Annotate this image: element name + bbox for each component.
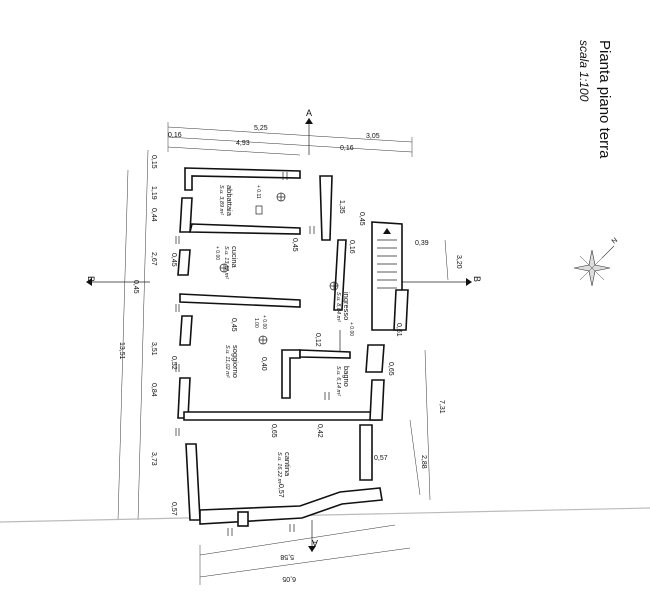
dim-left-g: 0,84 [150,383,157,397]
dim-right-d: 7,31 [438,400,445,414]
svg-text:S.u. 16,22 m²: S.u. 16,22 m² [276,452,282,485]
svg-text:+ 0.11: + 0.11 [255,185,261,199]
dim-bottom-a: 5,58 [280,553,294,560]
dim-internal: 0,57 [170,502,177,516]
section-a-bottom: A [312,538,318,548]
dim-internal: 0,45 [358,212,365,226]
north-arrow-icon: N [573,237,619,287]
dim-internal: 0,45 [291,238,298,252]
level-marker-icon [219,263,229,273]
dim-left-d: 2,67 [150,252,157,266]
level-marker-icon [329,281,339,291]
svg-text:bagno: bagno [342,366,351,387]
dim-internal: 1,35 [338,200,345,214]
room-cucina: cucina S.u. 13,12 m² + 0.00 [214,246,239,279]
dim-top-mid: 4,93 [236,140,250,147]
dim-internal: 0,42 [316,424,323,438]
svg-text:cucina: cucina [230,246,239,269]
window-marks [175,172,330,536]
svg-text:cantina: cantina [283,452,292,477]
plan-title: Pianta piano terra [596,40,613,159]
dim-internal: 0,52 [170,356,177,370]
dim-internal: 1.00 [253,318,259,328]
dim-left-e: 0,45 [132,280,139,294]
dim-top-total: 5,25 [254,125,268,132]
dim-right-a: 0,39 [415,240,429,247]
dim-internal: 0,45 [170,253,177,267]
section-a-top: A [306,108,312,118]
dim-internal: 0,65 [270,424,277,438]
dim-left-b: 1,19 [150,186,157,200]
dim-internal: 0,57 [277,484,284,498]
room-soggiorno: soggiorno S.u. 11,02 m² + 0.00 [224,315,267,378]
section-b-left: B [86,276,96,282]
svg-text:S.u. 3,89 m²: S.u. 3,89 m² [218,185,224,215]
dim-internal: 0,57 [374,455,388,462]
room-ingresso: ingresso S.u. 8,84 m² + 0.00 [335,292,354,336]
room-bagno: bagno S.u. 6,14 m² [335,366,351,396]
room-abbattaia: abbattaia S.u. 3,89 m² + 0.11 [218,185,261,217]
svg-text:soggiorno: soggiorno [231,345,240,378]
svg-text:ingresso: ingresso [342,292,351,320]
svg-text:abbattaia: abbattaia [225,185,234,217]
room-cantina: cantina S.u. 16,22 m² [276,452,292,485]
level-marker-icon [258,335,268,345]
dim-internal: 0,65 [387,362,394,376]
svg-text:S.u. 11,02 m²: S.u. 11,02 m² [224,345,230,378]
svg-text:+ 0.00: + 0.00 [261,315,267,329]
svg-text:+ 0.00: + 0.00 [214,246,220,260]
title-block: Pianta piano terra scala 1:100 [577,40,613,159]
dim-internal: 0,40 [260,357,267,371]
dim-top-left: 0,16 [168,132,182,139]
svg-text:S.u. 6,14 m²: S.u. 6,14 m² [335,366,341,396]
dim-right-c: 2,88 [420,455,427,469]
dim-internal: 0,12 [314,333,321,347]
dim-internal: 0,16 [348,240,355,254]
svg-text:N: N [611,237,619,246]
svg-text:S.u. 8,84 m²: S.u. 8,84 m² [335,292,341,322]
dim-top-right-a: 3,05 [366,133,380,140]
dim-left-a: 0,15 [150,155,157,169]
staircase [377,228,397,289]
dim-top-right-b: 0,16 [340,145,354,152]
svg-text:+ 0.00: + 0.00 [348,322,354,336]
dim-internal: 0,45 [230,318,237,332]
dim-left-f: 3,51 [150,342,157,356]
dim-left-h: 3,73 [150,452,157,466]
dim-left-c: 0,44 [150,208,157,222]
svg-text:S.u. 13,12 m²: S.u. 13,12 m² [223,246,229,279]
level-marker-icon [276,192,286,202]
section-b-right: B [472,276,482,282]
dim-left-total: 13,51 [118,342,125,360]
dim-bottom-b: 6,05 [282,575,296,582]
plan-scale: scala 1:100 [577,40,591,102]
dim-internal: 0,61 [395,323,402,337]
dim-right-b: 3,20 [455,255,462,269]
